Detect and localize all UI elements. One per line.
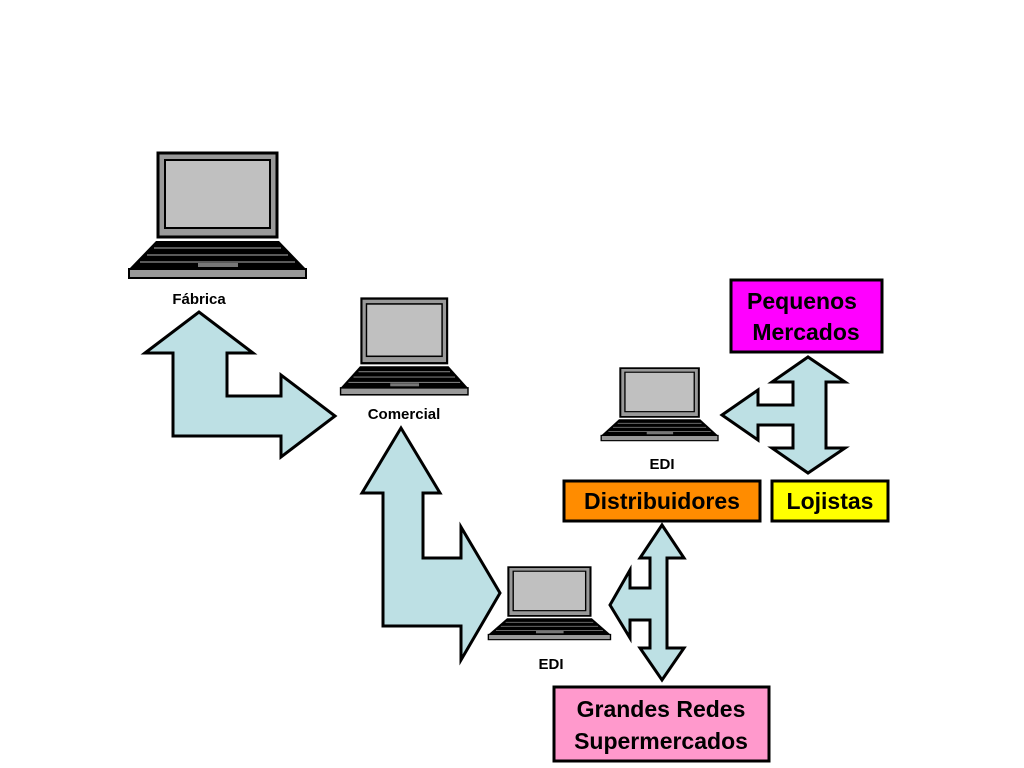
node-label-fabrica: Fábrica	[172, 291, 226, 308]
bent-arrow-icon-comercial-edi	[359, 425, 502, 666]
box-lojistas-text: Lojistas	[787, 488, 874, 514]
box-grandes-redes-line1: Grandes Redes	[577, 696, 746, 722]
box-lojistas-bg	[770, 479, 890, 523]
box-grandes-redes-line2: Supermercados	[574, 728, 748, 754]
laptop-icon-comercial	[339, 297, 470, 396]
tri-arrow-icon-edi-bottom	[608, 522, 687, 683]
box-pequenos-mercados-line2: Mercados	[752, 319, 859, 345]
box-pequenos-mercados: Pequenos Mercados	[729, 278, 884, 354]
node-label-comercial: Comercial	[368, 406, 441, 423]
box-pequenos-mercados-line1: Pequenos	[747, 288, 857, 314]
laptop-icon-fabrica	[127, 151, 308, 280]
box-pequenos-mercados-bg	[729, 278, 884, 354]
tri-arrow-icon-edi-top	[719, 355, 850, 475]
box-distribuidores-bg	[562, 479, 762, 523]
node-label-edi-top: EDI	[649, 456, 674, 473]
node-label-edi-bottom: EDI	[538, 656, 563, 673]
box-distribuidores: Distribuidores	[562, 479, 762, 523]
bent-arrow-icon-fabrica-comercial	[140, 310, 338, 461]
laptop-icon-edi-top	[600, 367, 719, 442]
box-distribuidores-text: Distribuidores	[584, 488, 740, 514]
box-lojistas: Lojistas	[770, 479, 890, 523]
box-grandes-redes: Grandes Redes Supermercados	[552, 685, 771, 763]
box-grandes-redes-bg	[552, 685, 771, 763]
laptop-icon-edi-bottom	[487, 566, 612, 641]
